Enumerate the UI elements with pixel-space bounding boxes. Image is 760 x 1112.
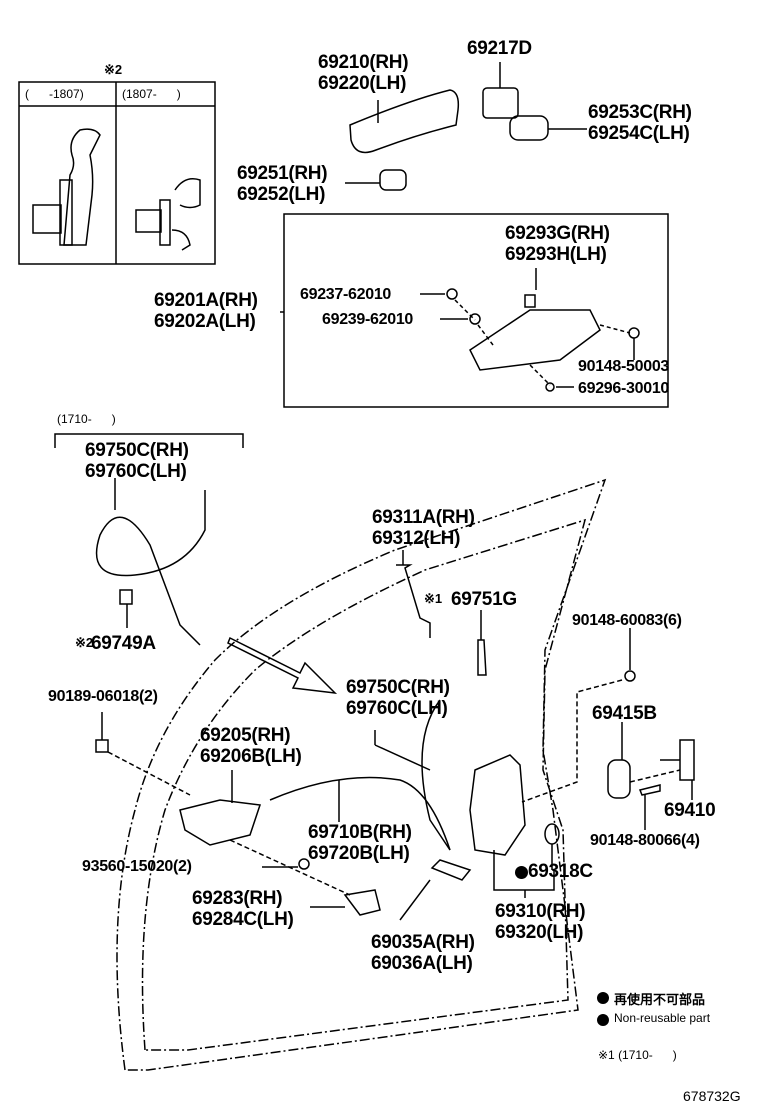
- legend-en: Non-reusable part: [614, 1011, 711, 1025]
- part-label-93560-15020[interactable]: 93560-15020(2): [82, 858, 192, 875]
- part-label-69217d[interactable]: 69217D: [467, 38, 532, 59]
- part-label-lock-rod-rh[interactable]: 69311A(RH): [372, 507, 475, 528]
- inset-col-right: (1807- ): [122, 87, 181, 101]
- part-label-handle-pad-rh[interactable]: 69253C(RH): [588, 102, 692, 123]
- part-label-69239[interactable]: 69239-62010: [322, 311, 414, 328]
- part-label-protector-lh[interactable]: 69036A(LH): [371, 953, 473, 974]
- rod-clip-mark: ※1: [424, 591, 443, 606]
- part-label-outer-handle-rh[interactable]: 69210(RH): [318, 52, 409, 73]
- part-label-handle-pad-lh[interactable]: 69254C(LH): [588, 123, 690, 144]
- part-label-protector-rh[interactable]: 69035A(RH): [371, 932, 475, 953]
- legend-dot-icon-jp: [597, 992, 609, 1004]
- part-label-69749a[interactable]: 69749A: [91, 633, 156, 654]
- lock-assy-art: [399, 754, 560, 921]
- cable-group-range: (1710- ): [57, 412, 116, 426]
- part-label-cable-lower-lh[interactable]: 69760C(LH): [346, 698, 448, 719]
- part-label-bezel-lh[interactable]: 69284C(LH): [192, 909, 294, 930]
- legend-jp: 再使用不可部品: [614, 992, 706, 1007]
- part-label-frame-rh[interactable]: 69201A(RH): [154, 290, 258, 311]
- part-label-frame-lh[interactable]: 69202A(LH): [154, 311, 256, 332]
- part-label-69296-30010[interactable]: 69296-30010: [578, 380, 670, 397]
- inset-col-left: ( -1807): [25, 87, 84, 101]
- inset-box: [18, 81, 216, 265]
- part-label-frame-cover-rh[interactable]: 69293G(RH): [505, 223, 610, 244]
- cable-group-art: [54, 433, 244, 646]
- part-label-handle-cover-rh[interactable]: 69251(RH): [237, 163, 328, 184]
- part-label-90189-06018[interactable]: 90189-06018(2): [48, 688, 158, 705]
- lock-rod-art: [396, 564, 431, 638]
- part-label-cable-upper-lh[interactable]: 69760C(LH): [85, 461, 187, 482]
- non-reusable-dot-icon: [515, 866, 528, 879]
- part-label-lock-rod-lh[interactable]: 69312(LH): [372, 528, 461, 549]
- part-label-inner-handle-lh[interactable]: 69206B(LH): [200, 746, 302, 767]
- part-label-69751g[interactable]: 69751G: [451, 589, 517, 610]
- part-label-90148-80066[interactable]: 90148-80066(4): [590, 832, 700, 849]
- part-label-handle-cover-lh[interactable]: 69252(LH): [237, 184, 326, 205]
- part-label-inner-cable-rh[interactable]: 69710B(RH): [308, 822, 412, 843]
- frame-box: [280, 213, 669, 408]
- clip-69749a-mark: ※2: [75, 635, 94, 650]
- striker-art: [607, 722, 695, 830]
- part-label-lock-assy-lh[interactable]: 69320(LH): [495, 922, 584, 943]
- part-label-bezel-rh[interactable]: 69283(RH): [192, 888, 283, 909]
- direction-arrow: [227, 636, 338, 695]
- inset-mark: ※2: [104, 62, 123, 77]
- outer-handle-art: [345, 62, 587, 191]
- part-label-cable-upper-rh[interactable]: 69750C(RH): [85, 440, 189, 461]
- part-label-90148-60083[interactable]: 90148-60083(6): [572, 612, 682, 629]
- part-label-inner-cable-lh[interactable]: 69720B(LH): [308, 843, 410, 864]
- part-label-69410[interactable]: 69410: [664, 800, 716, 821]
- diagram-id: 678732G: [683, 1088, 741, 1104]
- part-label-outer-handle-lh[interactable]: 69220(LH): [318, 73, 407, 94]
- legend-note1: ※1 (1710- ): [598, 1048, 677, 1062]
- part-label-90148-50003[interactable]: 90148-50003: [578, 358, 670, 375]
- part-label-frame-cover-lh[interactable]: 69293H(LH): [505, 244, 607, 265]
- rod-clip-art: [477, 639, 487, 676]
- inner-handle-art: [95, 699, 451, 916]
- part-label-69415b[interactable]: 69415B: [592, 703, 657, 724]
- part-label-69318c[interactable]: 69318C: [528, 861, 593, 882]
- part-label-inner-handle-rh[interactable]: 69205(RH): [200, 725, 291, 746]
- part-label-cable-lower-rh[interactable]: 69750C(RH): [346, 677, 450, 698]
- door-outline: [116, 478, 607, 1071]
- legend-dot-icon-en: [597, 1014, 609, 1026]
- part-label-69237[interactable]: 69237-62010: [300, 286, 392, 303]
- part-label-lock-assy-rh[interactable]: 69310(RH): [495, 901, 586, 922]
